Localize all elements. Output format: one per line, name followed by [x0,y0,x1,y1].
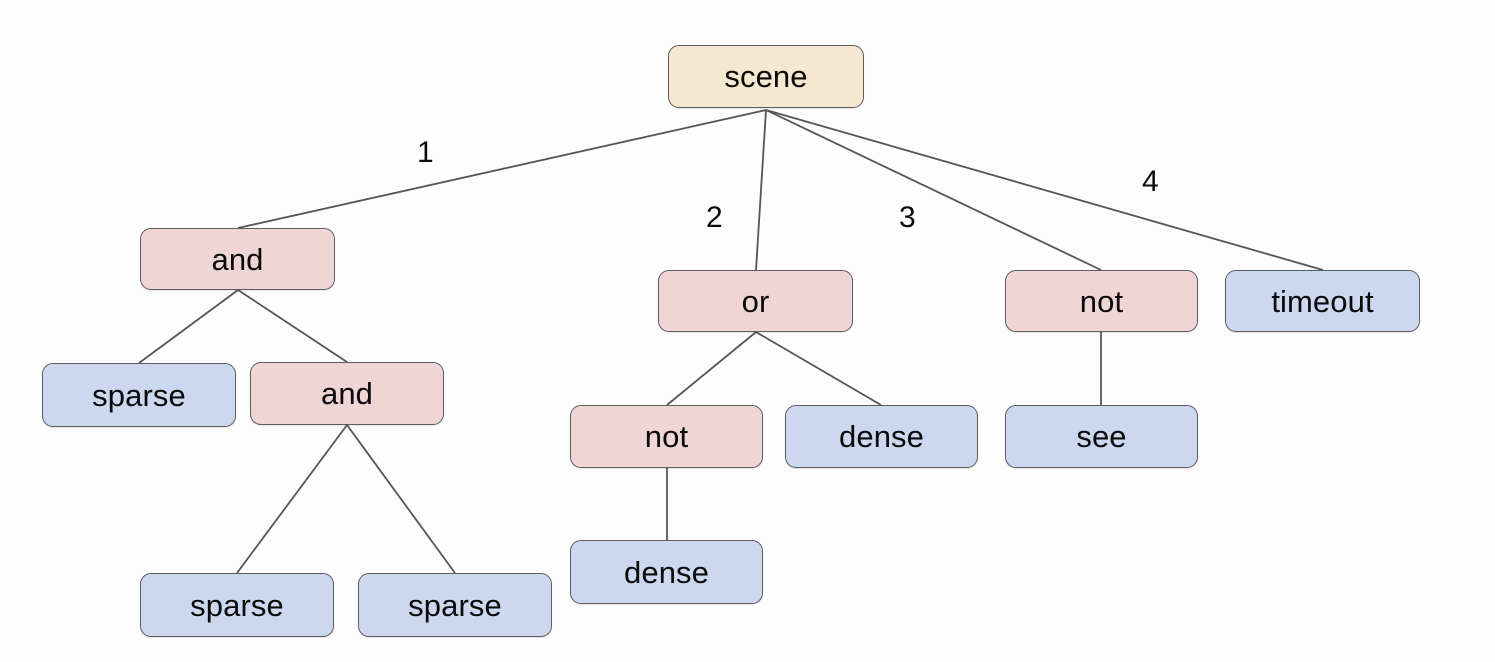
tree-node-label: timeout [1271,283,1374,319]
tree-node-label: and [320,376,374,411]
tree-node-label: or [741,283,770,319]
tree-node-label: dense [839,419,924,454]
tree-edge [237,289,348,363]
tree-edge [237,109,767,229]
tree-node-not1[interactable]: not [1005,270,1198,332]
tree-node-label: not [644,419,689,454]
tree-node-timeout[interactable]: timeout [1225,270,1420,332]
tree-node-label: see [1076,419,1127,454]
tree-node-label: not [1079,283,1124,319]
tree-node-sparse1[interactable]: sparse [42,363,236,427]
tree-node-label: dense [624,554,709,590]
tree-node-scene[interactable]: scene [668,45,864,108]
tree-edge [765,109,1102,271]
tree-node-not2[interactable]: not [570,405,763,468]
tree-node-dense2[interactable]: dense [570,540,763,604]
tree-node-dense1[interactable]: dense [785,405,978,468]
tree-edge [755,109,767,271]
tree-edge [666,331,757,406]
tree-node-label: scene [724,59,808,94]
tree-node-label: sparse [92,377,186,413]
tree-node-sparse3[interactable]: sparse [358,573,552,637]
edge-label: 2 [706,201,723,234]
tree-edge [765,109,1324,271]
edge-label: 4 [1142,165,1159,198]
tree-edge [346,424,456,574]
edge-label: 3 [899,201,916,234]
tree-edge [138,289,239,364]
tree-node-or1[interactable]: or [658,270,853,332]
tree-node-see[interactable]: see [1005,405,1198,468]
tree-edge [236,424,348,574]
tree-node-label: and [211,241,264,277]
tree-node-label: sparse [190,587,284,623]
edge-label: 1 [417,136,434,169]
tree-node-sparse2[interactable]: sparse [140,573,334,637]
tree-node-label: sparse [408,587,502,623]
tree-node-and2[interactable]: and [250,362,444,425]
tree-edge [755,331,882,406]
tree-node-and1[interactable]: and [140,228,335,290]
